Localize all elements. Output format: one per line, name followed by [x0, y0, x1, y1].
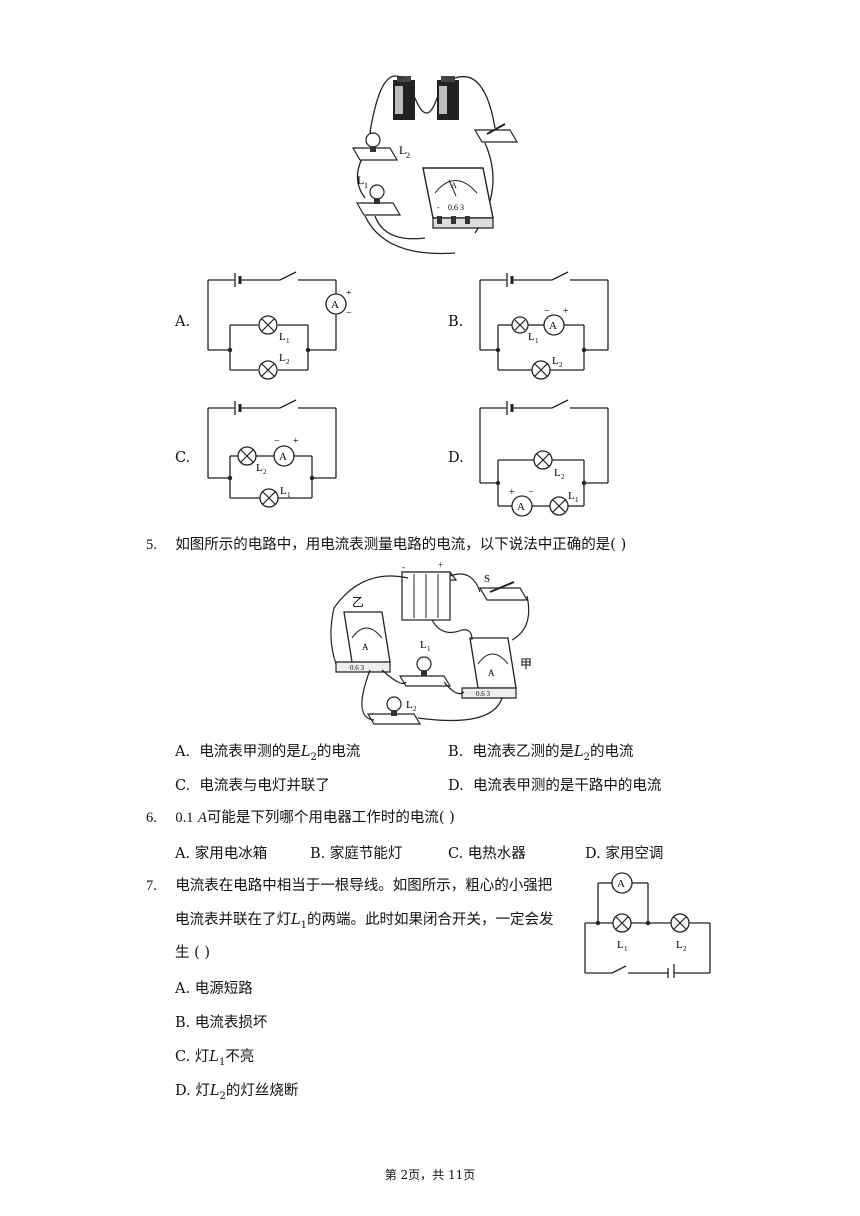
svg-text:L: L — [280, 485, 287, 497]
svg-text:A: A — [451, 181, 457, 190]
q4-option-d-letter[interactable]: D. — [448, 450, 464, 466]
svg-text:+: + — [509, 487, 515, 498]
svg-text:2: 2 — [406, 151, 410, 160]
ammeter-jia-icon: A 0.6 3 — [461, 637, 517, 699]
svg-text:L: L — [528, 331, 535, 343]
switch-label: S — [484, 573, 490, 585]
svg-text:1: 1 — [364, 181, 368, 190]
svg-text:+: + — [346, 288, 352, 299]
svg-text:1: 1 — [535, 337, 539, 345]
q5-stem-text: 如图所示的电路中，用电流表测量电路的电流，以下说法中正确的是( ) — [175, 537, 627, 553]
svg-text:2: 2 — [683, 945, 687, 953]
svg-text:A: A — [331, 299, 339, 311]
q4-apparatus-figure: L 2 L 1 A - 0.6 3 — [351, 75, 519, 255]
q7-stem-line2: 电流表并联在了灯L1的两端。此时如果闭合开关，一定会发 — [175, 912, 554, 931]
q6-stem-text: 可能是下列哪个用电器工作时的电流( ) — [206, 810, 455, 826]
q6-unit: A — [198, 810, 207, 826]
svg-text:−: − — [346, 308, 352, 319]
q4-option-a-letter[interactable]: A. — [175, 314, 191, 330]
q4-option-a-circuit[interactable]: A + − L 1 L 2 — [200, 270, 360, 385]
q6-option-b[interactable]: B. 家庭节能灯 — [310, 846, 403, 862]
svg-text:L: L — [552, 355, 559, 367]
l1-label: L — [420, 639, 427, 651]
ammeter-jia-label: 甲 — [520, 657, 532, 671]
l2-label: L — [399, 143, 406, 157]
q6-stem: 6. 0.1 A可能是下列哪个用电器工作时的电流( ) — [146, 808, 455, 828]
svg-text:+: + — [438, 560, 443, 570]
q6-option-a[interactable]: A. 家用电冰箱 — [175, 846, 268, 862]
q4-option-c-circuit[interactable]: L 2 A − + L 1 — [200, 398, 350, 513]
svg-text:0.6 3: 0.6 3 — [350, 664, 365, 672]
battery-icon — [437, 76, 459, 120]
svg-text:A: A — [549, 320, 557, 332]
svg-text:L: L — [256, 462, 263, 474]
q6-number: 6. — [146, 810, 157, 826]
svg-text:A: A — [517, 501, 525, 513]
q6-value: 0.1 — [175, 810, 194, 826]
svg-text:A: A — [362, 642, 369, 652]
svg-text:1: 1 — [575, 496, 579, 504]
svg-text:L: L — [279, 331, 286, 343]
l2-label: L — [406, 699, 413, 711]
svg-text:A: A — [488, 668, 495, 678]
q5-option-b[interactable]: B. 电流表乙测的是L2的电流 — [448, 744, 634, 763]
q7-stem-line1: 7. 电流表在电路中相当于一根导线。如图所示，粗心的小强把 — [146, 878, 553, 894]
svg-text:2: 2 — [263, 468, 267, 476]
svg-text:L: L — [617, 939, 624, 951]
svg-text:-: - — [402, 562, 405, 572]
q5-option-d[interactable]: D. 电流表甲测的是干路中的电流 — [448, 778, 662, 794]
l1-label: L — [357, 173, 364, 187]
q5-stem: 5. 如图所示的电路中，用电流表测量电路的电流，以下说法中正确的是( ) — [146, 535, 626, 555]
q4-option-d-circuit[interactable]: L 2 A + − L 1 — [472, 398, 622, 518]
svg-text:1: 1 — [286, 337, 290, 345]
q7-option-a[interactable]: A. 电源短路 — [175, 981, 253, 997]
svg-text:2: 2 — [561, 473, 565, 481]
svg-text:1: 1 — [624, 945, 628, 953]
q7-option-c[interactable]: C. 灯L1不亮 — [175, 1049, 255, 1068]
q5-apparatus-figure: - + S 乙 A 0.6 3 甲 A 0.6 3 L 1 L 2 — [330, 560, 532, 725]
ammeter-yi-icon: A 0.6 3 — [335, 611, 391, 673]
ammeter-icon: A - 0.6 3 — [422, 167, 494, 229]
svg-text:2: 2 — [286, 358, 290, 366]
svg-text:1: 1 — [287, 491, 291, 499]
svg-text:2: 2 — [559, 361, 563, 369]
svg-text:+: + — [563, 306, 569, 317]
q7-stem-line3: 生 ( ) — [175, 945, 211, 961]
q7-circuit-figure: A L 1 L 2 — [584, 872, 711, 978]
battery-icon — [393, 76, 415, 120]
svg-text:+: + — [293, 436, 299, 447]
svg-text:L: L — [554, 467, 561, 479]
svg-text:-: - — [437, 203, 440, 212]
q5-number: 5. — [146, 537, 157, 553]
q5-option-a[interactable]: A. 电流表甲测的是L2的电流 — [175, 744, 361, 763]
svg-text:1: 1 — [427, 645, 431, 653]
q6-option-c[interactable]: C. 电热水器 — [448, 846, 526, 862]
svg-text:L: L — [568, 490, 575, 502]
q7-option-d[interactable]: D. 灯L2的灯丝烧断 — [175, 1083, 299, 1102]
q4-option-b-letter[interactable]: B. — [448, 314, 464, 330]
svg-text:A: A — [279, 451, 287, 463]
ammeter-yi-label: 乙 — [352, 595, 364, 609]
svg-text:0.6 3: 0.6 3 — [476, 690, 491, 698]
q7-option-b[interactable]: B. 电流表损坏 — [175, 1015, 268, 1031]
svg-text:−: − — [544, 306, 550, 317]
svg-text:−: − — [274, 436, 280, 447]
q4-option-c-letter[interactable]: C. — [175, 450, 191, 466]
page-footer: 第 2页，共 11页 — [384, 1168, 476, 1182]
q4-option-b-circuit[interactable]: L 1 A − + L 2 — [472, 270, 622, 385]
svg-text:0.6 3: 0.6 3 — [448, 203, 464, 212]
q6-option-d[interactable]: D. 家用空调 — [585, 846, 664, 862]
svg-text:L: L — [676, 939, 683, 951]
svg-text:L: L — [279, 352, 286, 364]
svg-text:−: − — [528, 487, 534, 498]
svg-text:A: A — [617, 878, 625, 890]
q7-number: 7. — [146, 878, 157, 894]
svg-text:2: 2 — [413, 705, 417, 713]
battery-pack-icon: - + — [400, 560, 458, 621]
q5-option-c[interactable]: C. 电流表与电灯并联了 — [175, 778, 330, 794]
